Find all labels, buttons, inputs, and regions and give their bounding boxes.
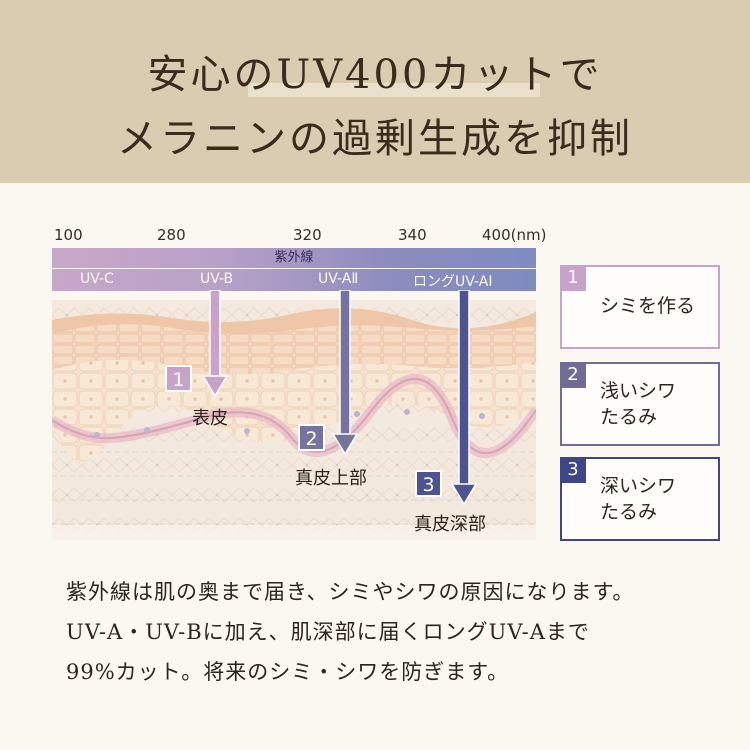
title-line-2: メラニンの過剰生成を抑制 xyxy=(117,116,633,162)
card-2: 2 浅いシワ たるみ xyxy=(560,362,720,446)
card-2-line-2: たるみ xyxy=(600,406,658,428)
layer-upper-dermis: 真皮上部 xyxy=(295,468,367,489)
marker-2: 2 xyxy=(298,424,325,451)
card-1: 1 シミを作る xyxy=(560,265,720,349)
title-highlight xyxy=(248,83,540,97)
scale-400: 400(nm) xyxy=(482,226,547,244)
card-3-line-1: 深いシワ xyxy=(600,475,677,497)
uva1-arrow xyxy=(450,290,478,506)
uvb-arrow xyxy=(201,290,229,398)
card-3: 3 深いシワ たるみ xyxy=(560,457,720,541)
band-uv-a2: UV-AⅡ xyxy=(318,271,359,287)
scale-320: 320 xyxy=(293,226,322,244)
description-line-1: 紫外線は肌の奥まで届き、シミやシワの原因になります。 xyxy=(66,580,635,604)
scale-280: 280 xyxy=(157,226,186,244)
uva2-arrow xyxy=(331,290,359,456)
band-uv-b: UV-B xyxy=(200,271,234,287)
title-line-1: 安心のUV400カットで xyxy=(147,52,603,98)
description-line-3: 99%カット。将来のシミ・シワを防ぎます。 xyxy=(66,660,510,684)
card-1-line-1: シミを作る xyxy=(600,295,696,317)
header-banner: 安心のUV400カットで メラニンの過剰生成を抑制 xyxy=(0,0,750,183)
card-3-number: 3 xyxy=(560,457,586,483)
card-2-number: 2 xyxy=(560,362,586,388)
scale-100: 100 xyxy=(54,226,83,244)
card-1-number: 1 xyxy=(560,265,586,291)
band-long-uv-a1: ロングUV-AⅠ xyxy=(413,274,493,290)
card-2-line-1: 浅いシワ xyxy=(600,380,677,402)
layer-deep-dermis: 真皮深部 xyxy=(414,514,486,535)
marker-1: 1 xyxy=(165,365,192,392)
uv-band-bar xyxy=(52,269,536,291)
card-3-line-2: たるみ xyxy=(600,501,658,523)
uv-band-title: 紫外線 xyxy=(52,248,536,268)
layer-epidermis: 表皮 xyxy=(192,408,228,429)
skin-cross-section xyxy=(52,300,536,540)
scale-340: 340 xyxy=(398,226,427,244)
band-uv-c: UV-C xyxy=(80,271,114,287)
marker-3: 3 xyxy=(415,470,442,497)
description-line-2: UV-A・UV-Bに加え、肌深部に届くロングUV-Aまで xyxy=(66,620,590,644)
skin-illustration xyxy=(52,300,536,540)
